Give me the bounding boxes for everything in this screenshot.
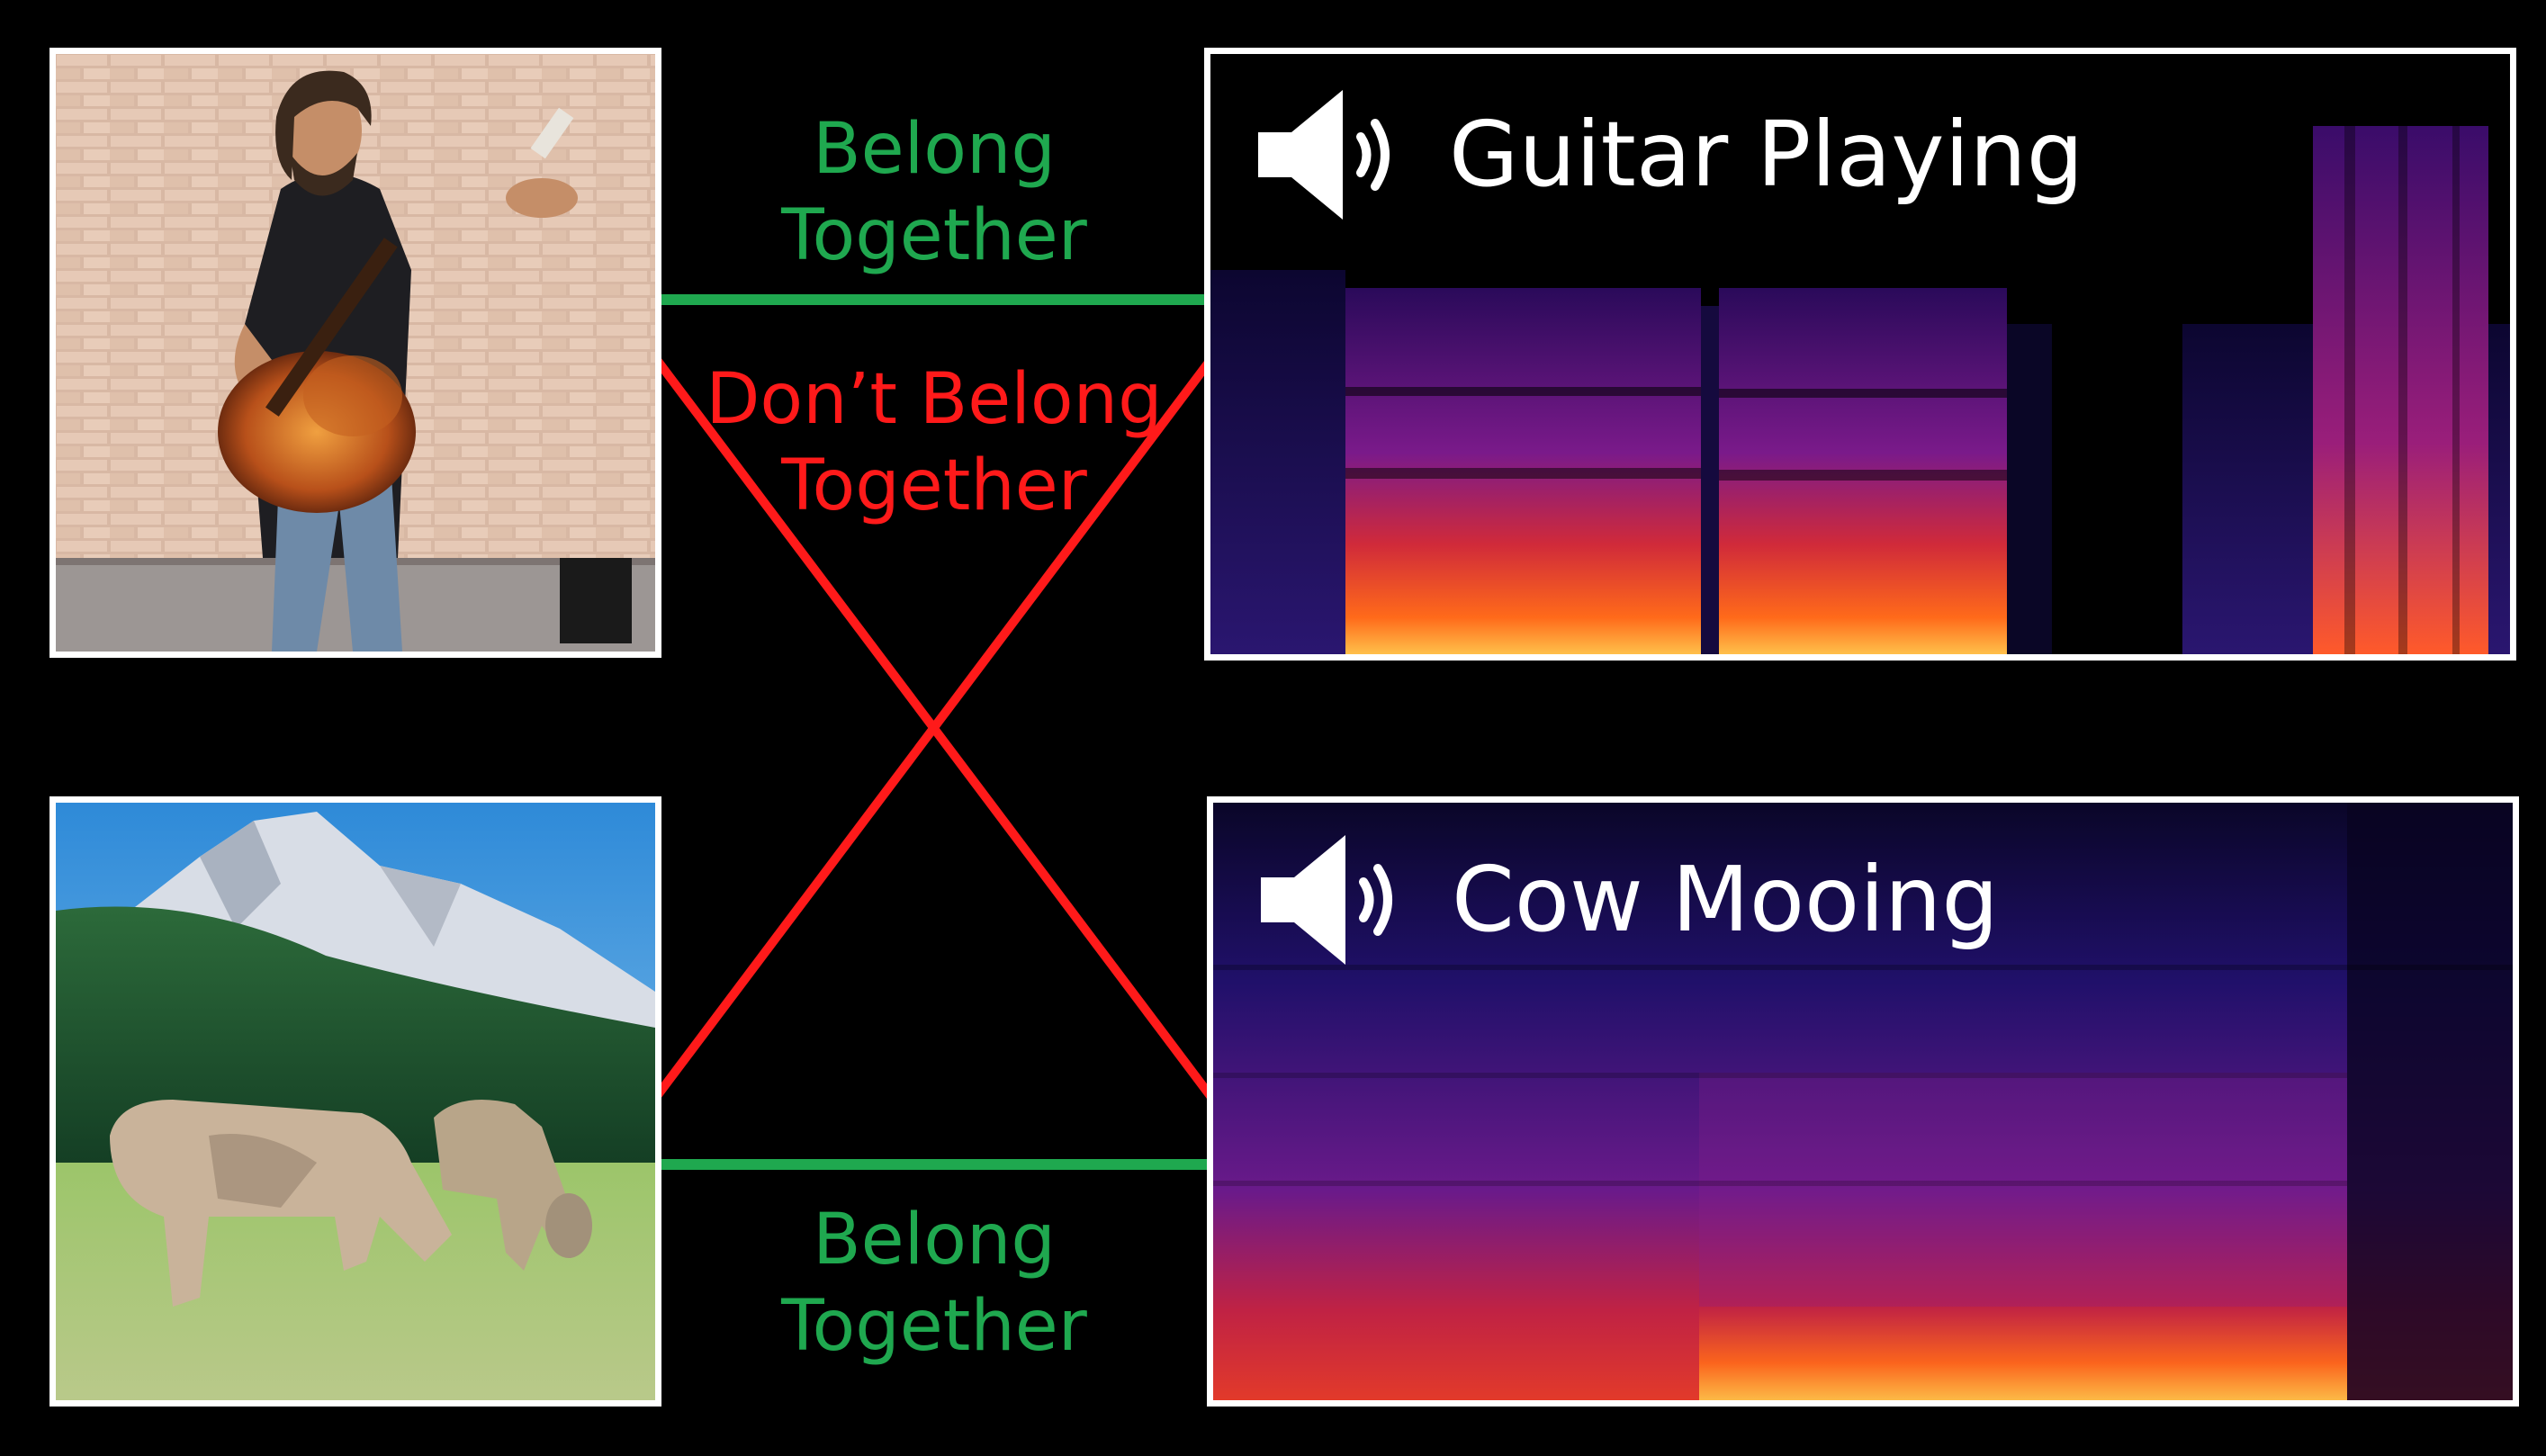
- belong-top-line1: Belong: [813, 109, 1056, 190]
- belong-bottom-line2: Together: [781, 1286, 1087, 1367]
- guitar-spectrogram-panel: Guitar Playing: [1204, 48, 2516, 661]
- dont-belong-line-up: [653, 356, 1214, 1100]
- cow-audio-header: Cow Mooing: [1254, 828, 1999, 972]
- dont-belong-line1: Don’t Belong: [706, 359, 1163, 440]
- belong-bottom-line1: Belong: [813, 1200, 1056, 1281]
- belong-together-bottom-label: Belong Together: [682, 1197, 1186, 1370]
- cow-grazing-photo: [49, 796, 661, 1407]
- cow-spectrogram-panel: Cow Mooing: [1207, 796, 2519, 1407]
- audio-label-guitar: Guitar Playing: [1449, 102, 2084, 207]
- speaker-icon[interactable]: [1254, 828, 1398, 972]
- guitar-audio-header: Guitar Playing: [1251, 83, 2083, 227]
- guitar-spectrogram: [1210, 54, 2510, 654]
- dont-belong-line2: Together: [781, 445, 1087, 526]
- cow-spectrogram: [1213, 803, 2513, 1400]
- belong-together-top-label: Belong Together: [682, 106, 1186, 279]
- dont-belong-together-label: Don’t Belong Together: [682, 356, 1186, 529]
- belong-top-line2: Together: [781, 195, 1087, 276]
- audio-label-cow: Cow Mooing: [1452, 847, 1999, 952]
- speaker-icon[interactable]: [1251, 83, 1395, 227]
- guitar-player-photo: [49, 48, 661, 658]
